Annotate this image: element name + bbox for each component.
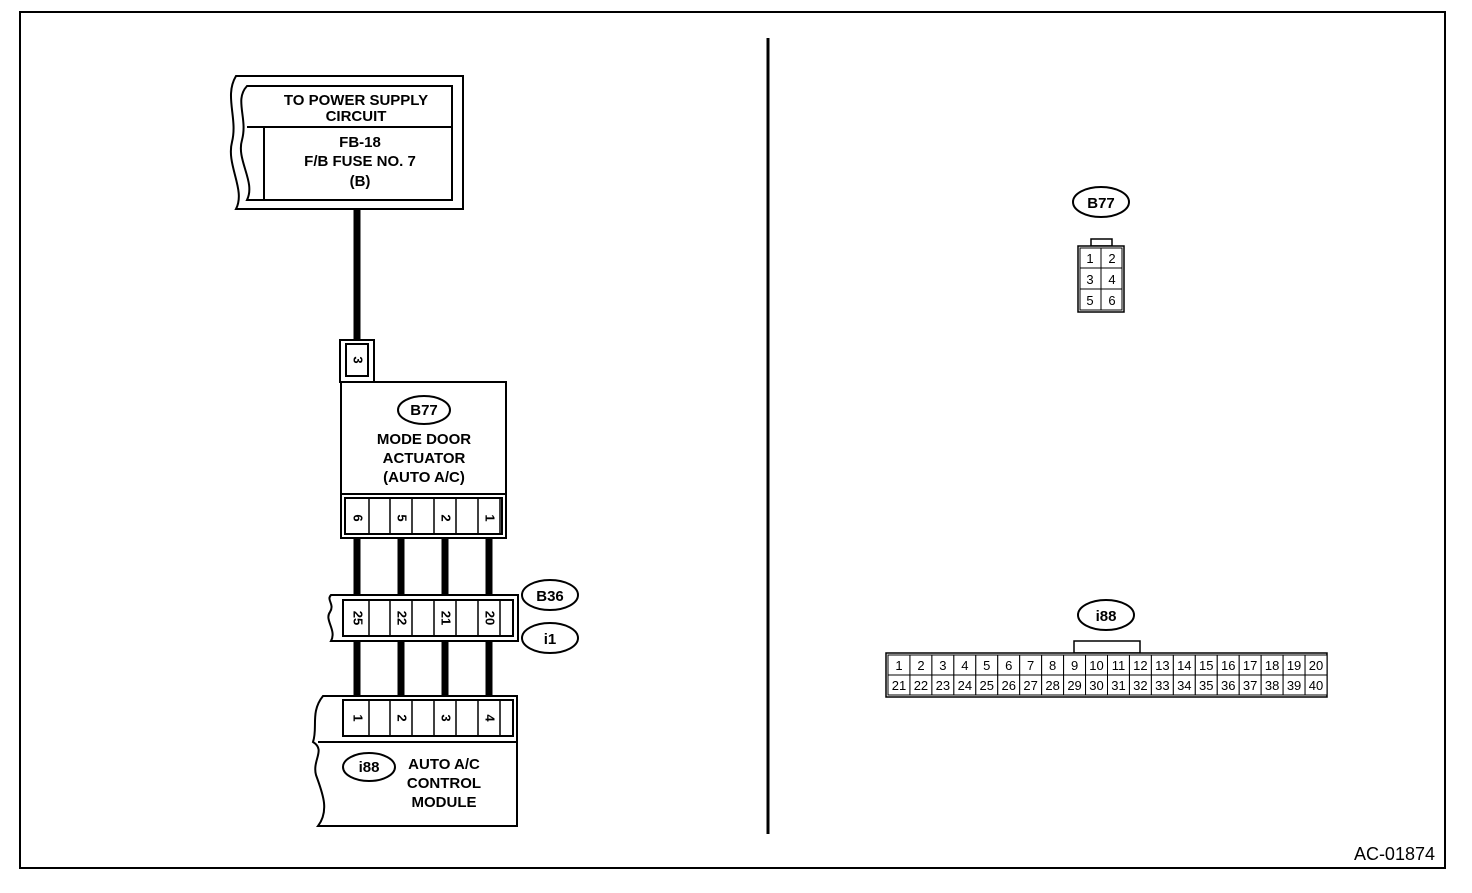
b77-face-cell: 1 xyxy=(1086,251,1093,266)
fuse-id: FB-18 xyxy=(339,134,381,151)
module-pin-3: 3 xyxy=(439,714,454,721)
i88-face-cell: 7 xyxy=(1027,658,1034,673)
fuse-wire-color: (B) xyxy=(350,173,371,190)
actuator-connector-id: B77 xyxy=(410,402,438,419)
i88-face-cell: 21 xyxy=(892,678,906,693)
i88-face-cell: 19 xyxy=(1287,658,1301,673)
i88-face-cell: 28 xyxy=(1045,678,1059,693)
power-pin-tab: 3 xyxy=(339,339,375,383)
module-name-line1: AUTO A/C xyxy=(408,756,480,773)
actuator-pin-strip: 6 5 2 1 xyxy=(340,493,507,539)
i88-face-cell: 10 xyxy=(1089,658,1103,673)
i88-face-cell: 1 xyxy=(895,658,902,673)
figure-code: AC-01874 xyxy=(1354,844,1435,864)
outer-frame xyxy=(19,11,1446,869)
i88-face-cell: 24 xyxy=(958,678,972,693)
i88-face-cell: 13 xyxy=(1155,658,1169,673)
i1-connector-oval xyxy=(521,622,579,654)
i88-face-label: i88 xyxy=(1096,608,1117,625)
i88-face-cell: 14 xyxy=(1177,658,1191,673)
junction-pin-21: 21 xyxy=(439,611,454,625)
i88-face-cell: 40 xyxy=(1309,678,1323,693)
b77-connector-face: B77 1 2 3 4 5 6 xyxy=(1072,186,1130,313)
power-supply-box: TO POWER SUPPLY CIRCUIT FB-18 F/B FUSE N… xyxy=(229,75,464,210)
i88-face-cell: 12 xyxy=(1133,658,1147,673)
junction-pin-22: 22 xyxy=(395,611,410,625)
b77-face-oval xyxy=(1072,186,1130,218)
i88-face-cell: 9 xyxy=(1071,658,1078,673)
i88-face-cell: 6 xyxy=(1005,658,1012,673)
module-name-line3: MODULE xyxy=(412,794,477,811)
module-connector-id: i88 xyxy=(359,759,380,776)
i88-face-cell: 3 xyxy=(939,658,946,673)
i88-face-cell: 37 xyxy=(1243,678,1257,693)
b77-face-label: B77 xyxy=(1087,195,1115,212)
b77-face-cell: 4 xyxy=(1108,272,1115,287)
b77-face-cell: 5 xyxy=(1086,293,1093,308)
i88-face-cell: 11 xyxy=(1112,658,1126,673)
power-pin-number: 3 xyxy=(351,356,366,363)
module-name-line2: CONTROL xyxy=(407,775,481,792)
i88-face-cell: 31 xyxy=(1111,678,1125,693)
b77-face-cell: 3 xyxy=(1086,272,1093,287)
i88-face-cell: 15 xyxy=(1199,658,1213,673)
junction-pin-25: 25 xyxy=(351,611,366,625)
b36-connector-oval xyxy=(521,579,579,611)
i88-face-cell: 30 xyxy=(1089,678,1103,693)
module-pin-2: 2 xyxy=(395,714,410,721)
actuator-pin-1: 1 xyxy=(483,514,498,521)
actuator-name-line2: ACTUATOR xyxy=(383,450,466,467)
i88-face-cell: 16 xyxy=(1221,658,1235,673)
module-connector-oval xyxy=(342,752,396,782)
power-supply-title-line2: CIRCUIT xyxy=(326,108,387,125)
i88-face-cell: 36 xyxy=(1221,678,1235,693)
i88-face-cell: 4 xyxy=(961,658,968,673)
control-module: 1 2 3 4 i88 AUTO A/C CONTROL MODULE xyxy=(311,695,518,827)
i88-face-cell: 26 xyxy=(1001,678,1015,693)
i88-face-cell: 38 xyxy=(1265,678,1279,693)
i88-face-cell: 18 xyxy=(1265,658,1279,673)
i88-face-cell: 8 xyxy=(1049,658,1056,673)
i88-face-cell: 20 xyxy=(1309,658,1323,673)
b77-face-cell: 6 xyxy=(1108,293,1115,308)
b77-face-cell: 2 xyxy=(1108,251,1115,266)
i88-face-cell-box xyxy=(1304,674,1328,696)
junction-pin-20: 20 xyxy=(483,611,498,625)
i88-face-cell: 27 xyxy=(1023,678,1037,693)
i88-face-cell: 23 xyxy=(936,678,950,693)
power-supply-title-line1: TO POWER SUPPLY xyxy=(284,92,428,109)
i88-face-cell: 17 xyxy=(1243,658,1257,673)
i88-face-cell: 39 xyxy=(1287,678,1301,693)
lower-wires xyxy=(353,641,493,698)
mode-door-actuator-box: B77 MODE DOOR ACTUATOR (AUTO A/C) xyxy=(340,381,507,495)
junction-connector: 25 22 21 20 xyxy=(327,594,519,642)
actuator-connector-oval xyxy=(397,395,451,425)
i88-face-cell: 33 xyxy=(1155,678,1169,693)
i88-face-cell: 29 xyxy=(1067,678,1081,693)
module-pin-4: 4 xyxy=(483,714,498,722)
module-pin-1: 1 xyxy=(351,714,366,721)
junction-connector-bottom-id: i1 xyxy=(544,631,557,648)
fuse-name: F/B FUSE NO. 7 xyxy=(304,153,416,170)
actuator-name-line1: MODE DOOR xyxy=(377,431,471,448)
actuator-pin-6: 6 xyxy=(351,514,366,521)
junction-connector-top-id: B36 xyxy=(536,588,564,605)
actuator-pin-2: 2 xyxy=(439,514,454,521)
i88-face-oval xyxy=(1077,599,1135,631)
upper-wires xyxy=(353,538,493,598)
i88-face-cell: 22 xyxy=(914,678,928,693)
i88-face-cell: 34 xyxy=(1177,678,1191,693)
i88-face-cell: 25 xyxy=(980,678,994,693)
i88-face-cell: 32 xyxy=(1133,678,1147,693)
i88-face-cell: 5 xyxy=(983,658,990,673)
actuator-name-line3: (AUTO A/C) xyxy=(383,469,465,486)
i88-face-cell: 2 xyxy=(917,658,924,673)
i88-face-cell: 35 xyxy=(1199,678,1213,693)
actuator-pin-5: 5 xyxy=(395,514,410,521)
